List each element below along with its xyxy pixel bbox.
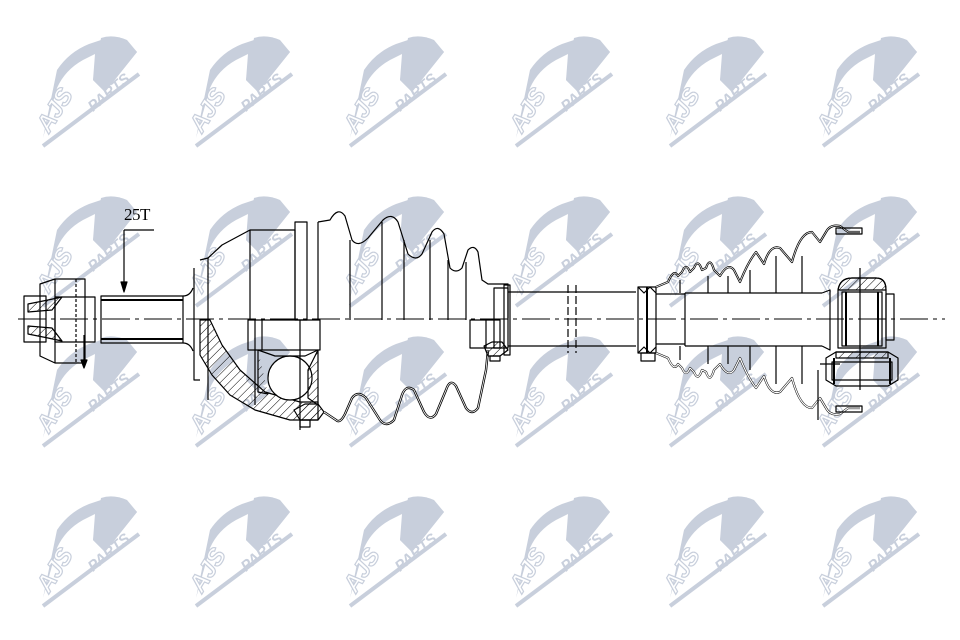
inner-cv-boot-lower xyxy=(655,346,863,420)
outer-cv-joint xyxy=(193,221,325,430)
spline-stub xyxy=(100,287,194,352)
hex-nut xyxy=(23,278,96,369)
inner-clamp-ring xyxy=(637,286,657,362)
inner-shaft xyxy=(656,289,831,351)
spline-leader xyxy=(120,229,154,293)
inner-joint-housing xyxy=(820,268,899,390)
intermediate-shaft xyxy=(503,284,636,356)
outer-cv-boot xyxy=(317,211,509,426)
spline-count-label: 25T xyxy=(124,205,150,224)
inner-cv-boot-upper xyxy=(655,224,863,293)
